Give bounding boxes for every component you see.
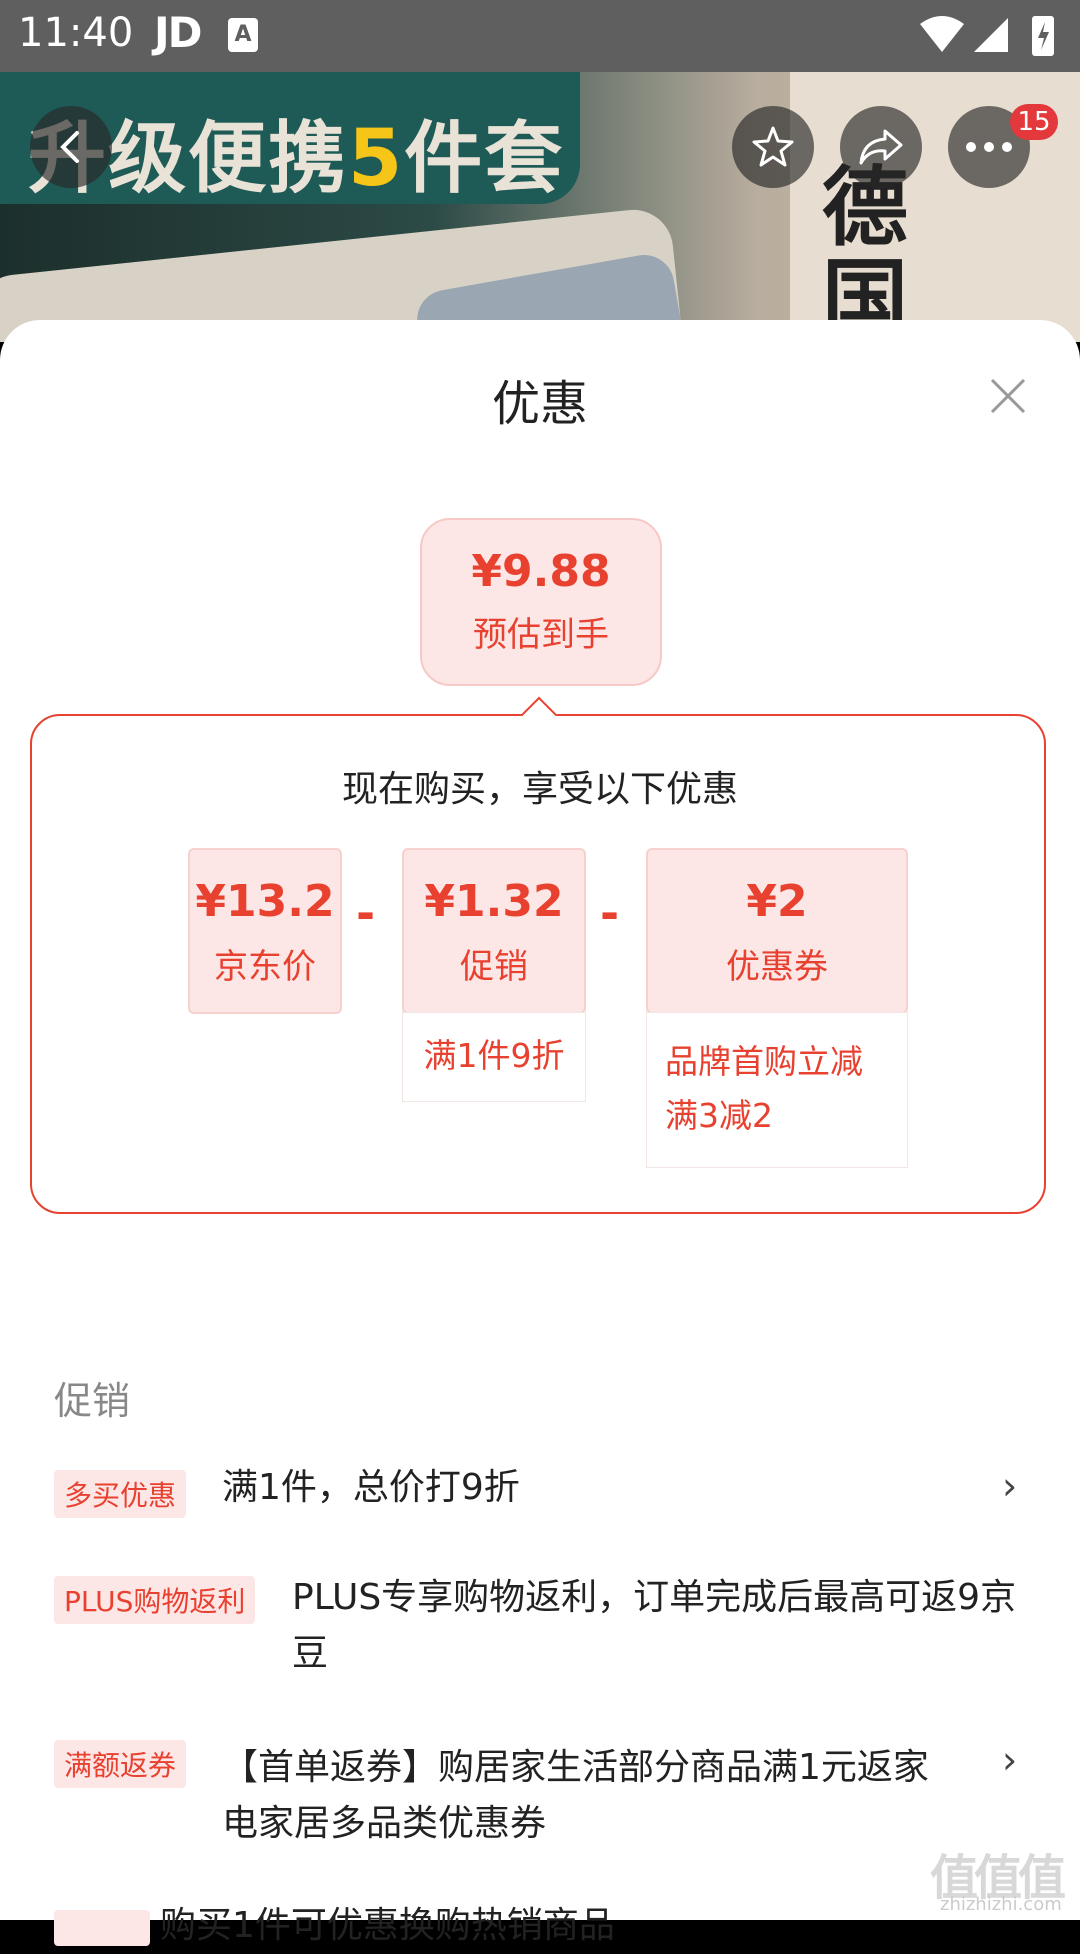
promotion-discount-box: ¥1.32 促销 <box>402 848 586 1014</box>
chevron-right-icon: › <box>1002 1738 1018 1782</box>
product-banner: 升级便携5件套 德国精工 <box>0 72 1080 342</box>
watermark-url: zhizhizhi.com <box>940 1894 1062 1915</box>
cart-count-badge: 15 <box>1010 104 1058 140</box>
estimated-price: ¥9.88 <box>471 546 611 597</box>
more-dots-icon <box>966 142 1012 152</box>
coupon-discount-box: ¥2 优惠券 <box>646 848 908 1014</box>
back-button[interactable] <box>30 106 112 188</box>
promotion-discount-note: 满1件9折 <box>402 1012 586 1102</box>
promotion-section-title: 促销 <box>54 1379 131 1423</box>
coupon-discount-note: 品牌首购立减满3减2 <box>646 1012 908 1168</box>
promotion-text: 【首单返券】购居家生活部分商品满1元返家电家居多品类优惠券 <box>222 1747 929 1844</box>
minus-sign: - <box>600 886 620 940</box>
promotion-discount-value: ¥1.32 <box>424 876 564 927</box>
promotion-text: PLUS专享购物返利，订单完成后最高可返9京豆 <box>292 1577 1017 1674</box>
jd-app-icon: JD <box>154 8 202 57</box>
jd-price-box: ¥13.2 京东价 <box>188 848 342 1014</box>
signal-icon <box>974 18 1008 52</box>
promotion-text: 购买1件可优惠换购热销商品 <box>160 1905 615 1946</box>
slogan-suffix: 件套 <box>404 114 565 204</box>
slogan-number: 5 <box>348 114 405 204</box>
status-bar: 11:40 JD A <box>0 0 1080 72</box>
coupon-discount-label: 优惠券 <box>726 947 828 987</box>
promotion-tag: 多买优惠 <box>54 1470 187 1518</box>
coupon-discount-value: ¥2 <box>746 876 808 927</box>
promotion-tag: 满额返券 <box>54 1740 187 1788</box>
wifi-icon <box>920 16 964 52</box>
watermark: 值值值 <box>930 1850 1066 1906</box>
jd-price-value: ¥13.2 <box>195 876 335 927</box>
star-icon <box>752 126 794 167</box>
jd-price-label: 京东价 <box>214 947 316 987</box>
share-button[interactable] <box>840 106 922 188</box>
close-icon[interactable] <box>986 374 1030 418</box>
favorite-button[interactable] <box>732 106 814 188</box>
share-icon <box>859 129 903 165</box>
sheet-title: 优惠 <box>491 376 588 432</box>
discount-sheet: 优惠 ¥9.88 预估到手 现在购买，享受以下优惠 ¥13.2 京东价 - ¥1… <box>0 320 1080 1946</box>
status-time: 11:40 <box>18 10 134 56</box>
system-icons <box>920 16 1054 56</box>
banner-side-text: 德国精工 <box>822 158 908 342</box>
promotion-discount-label: 促销 <box>460 947 528 987</box>
chevron-right-icon: › <box>1002 1464 1018 1508</box>
enjoy-text: 现在购买，享受以下优惠 <box>341 769 738 810</box>
notification-icon: A <box>228 18 258 52</box>
minus-sign: - <box>356 886 376 940</box>
promotion-tag: PLUS购物返利 <box>54 1576 256 1624</box>
estimated-price-label: 预估到手 <box>473 615 609 655</box>
estimated-price-card: ¥9.88 预估到手 <box>420 518 662 686</box>
promotion-tag <box>54 1910 150 1946</box>
promotion-text: 满1件，总价打9折 <box>222 1467 520 1508</box>
chevron-left-icon <box>60 131 79 163</box>
